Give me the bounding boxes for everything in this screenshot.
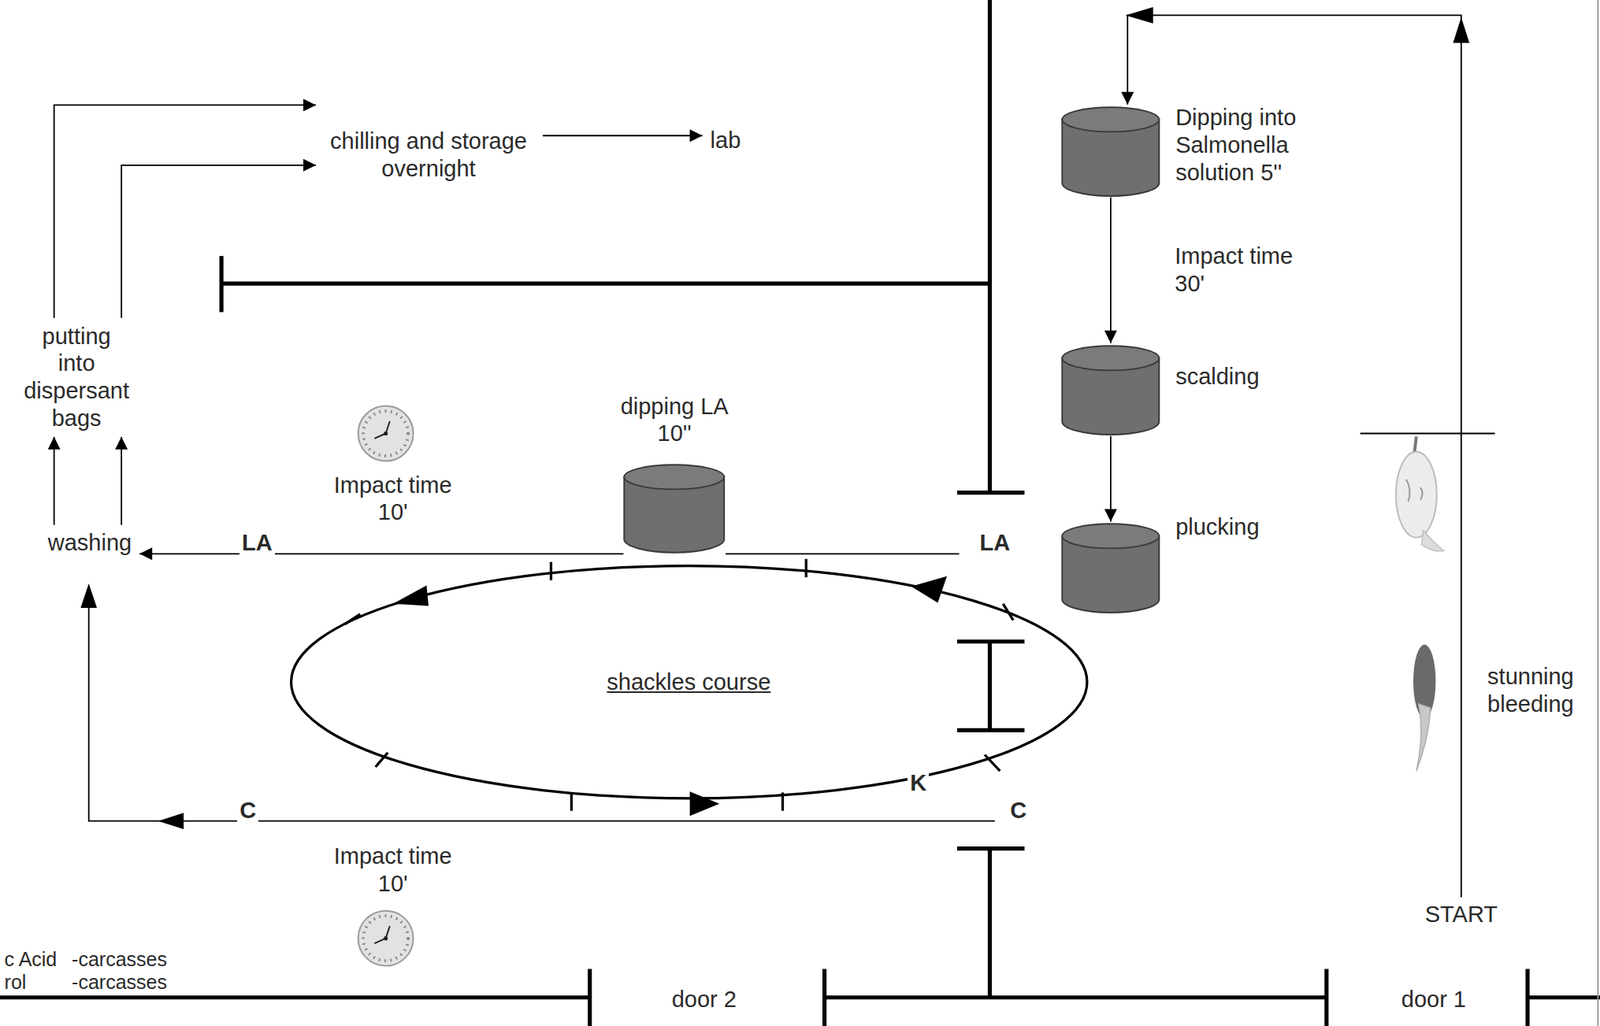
note-label: rol: [2, 970, 30, 995]
wall: [957, 728, 1025, 733]
note-label: door 1: [1399, 986, 1469, 1014]
clock-icon: [358, 406, 414, 462]
node-label: chilling and storage overnight: [322, 127, 535, 183]
tank-node: Dipping into Salmonella solution 5'': [1061, 106, 1161, 197]
line-tag: C: [237, 797, 259, 825]
clock-icon: [358, 406, 414, 462]
wall: [957, 490, 1025, 495]
clock-icon: [383, 431, 388, 436]
line-tag: LA: [239, 529, 275, 557]
shackle-arrow: [690, 791, 721, 817]
clock-icon: [358, 911, 414, 967]
note-label: Impact time 10': [323, 471, 463, 528]
tank-shape: [1061, 523, 1161, 613]
note-label: -carcasses: [69, 970, 170, 995]
wall: [587, 969, 592, 1026]
wall: [0, 995, 591, 1000]
node-label: Dipping into Salmonella solution 5'': [1175, 103, 1333, 186]
arrow-head: [80, 583, 97, 609]
clock-icon: [363, 411, 409, 457]
node-label: lab: [710, 126, 742, 155]
arrow-head: [158, 812, 184, 830]
tank-top: [624, 465, 725, 491]
tank-shape: [623, 464, 726, 554]
line-tag: LA: [977, 529, 1014, 557]
wall: [987, 0, 992, 491]
flow-arrow: [120, 437, 123, 526]
step-text: putting into dispersant bags: [18, 321, 134, 435]
frame-line: [1596, 0, 1599, 1026]
wall: [957, 639, 1025, 644]
wall: [987, 642, 992, 732]
tank-top: [1061, 524, 1159, 550]
line-tag: C: [1007, 797, 1029, 825]
line-tag: K: [907, 769, 929, 798]
shackles-loop: shackles course: [289, 564, 1090, 802]
tank-top: [1061, 345, 1159, 371]
hanging-bird: [1421, 530, 1444, 552]
hanging-bird: [1406, 479, 1423, 502]
flow-line: [725, 553, 960, 555]
hanging-bird: [1360, 433, 1496, 551]
clock-icon: [374, 421, 390, 439]
arrow-head: [80, 7, 1470, 830]
note-label: door 2: [669, 986, 739, 1014]
tank-top: [1061, 107, 1159, 132]
clock-icon: [363, 916, 409, 962]
node-label: putting into dispersant bags: [22, 322, 131, 433]
wall: [221, 281, 990, 286]
node-label: scalding: [1175, 363, 1333, 391]
step-text: washing: [44, 527, 135, 559]
note-label: stunning bleeding: [1469, 663, 1593, 719]
hanging-bird: [1360, 433, 1496, 435]
step-text: START: [1421, 899, 1501, 931]
note-label: -carcasses: [69, 947, 170, 972]
shackle-tick: [805, 559, 808, 578]
step-text: chilling and storage overnight: [319, 126, 539, 185]
node-label: START: [1425, 901, 1498, 929]
flow-line: [89, 553, 995, 821]
edge-label: Impact time 30': [1172, 242, 1311, 298]
tank-shape: [1061, 345, 1161, 435]
wall: [219, 256, 223, 312]
flow-arrow: [1109, 436, 1112, 523]
stunned-bird: [1413, 645, 1436, 773]
flow-arrow: [1127, 14, 1462, 898]
clock-icon: [383, 936, 388, 941]
tank-node: dipping LA 10'': [623, 464, 726, 554]
shackle-tick: [570, 792, 573, 811]
step-text: lab: [707, 125, 745, 156]
node-label: washing: [48, 529, 132, 557]
clock-icon: [358, 911, 414, 967]
flow-arrow: [542, 134, 703, 137]
tank-node: scalding: [1061, 345, 1161, 435]
wall: [1324, 969, 1329, 1026]
hanging-bird: [1395, 452, 1437, 539]
node-label: plucking: [1175, 513, 1333, 542]
flow-arrow: [121, 165, 316, 319]
node-label: shackles course: [289, 668, 1090, 697]
node-label: dipping LA 10'': [607, 393, 742, 449]
note-label: c Acid: [2, 947, 60, 972]
note-label: Impact time 10': [323, 842, 463, 899]
flow-arrow: [1109, 197, 1112, 344]
tank-shape: [1061, 106, 1161, 197]
flow-arrow: [139, 553, 624, 555]
wall: [987, 849, 992, 999]
clock-icon: [374, 926, 390, 944]
frame-line: [1596, 0, 1599, 1026]
flow-arrow: [53, 437, 56, 526]
flow-arrow: [54, 104, 316, 318]
shackle-tick: [549, 562, 553, 581]
wall: [1527, 995, 1600, 1000]
wall: [824, 995, 1327, 1000]
stunned-bird: [1416, 704, 1431, 772]
tank-node: plucking: [1061, 523, 1161, 613]
